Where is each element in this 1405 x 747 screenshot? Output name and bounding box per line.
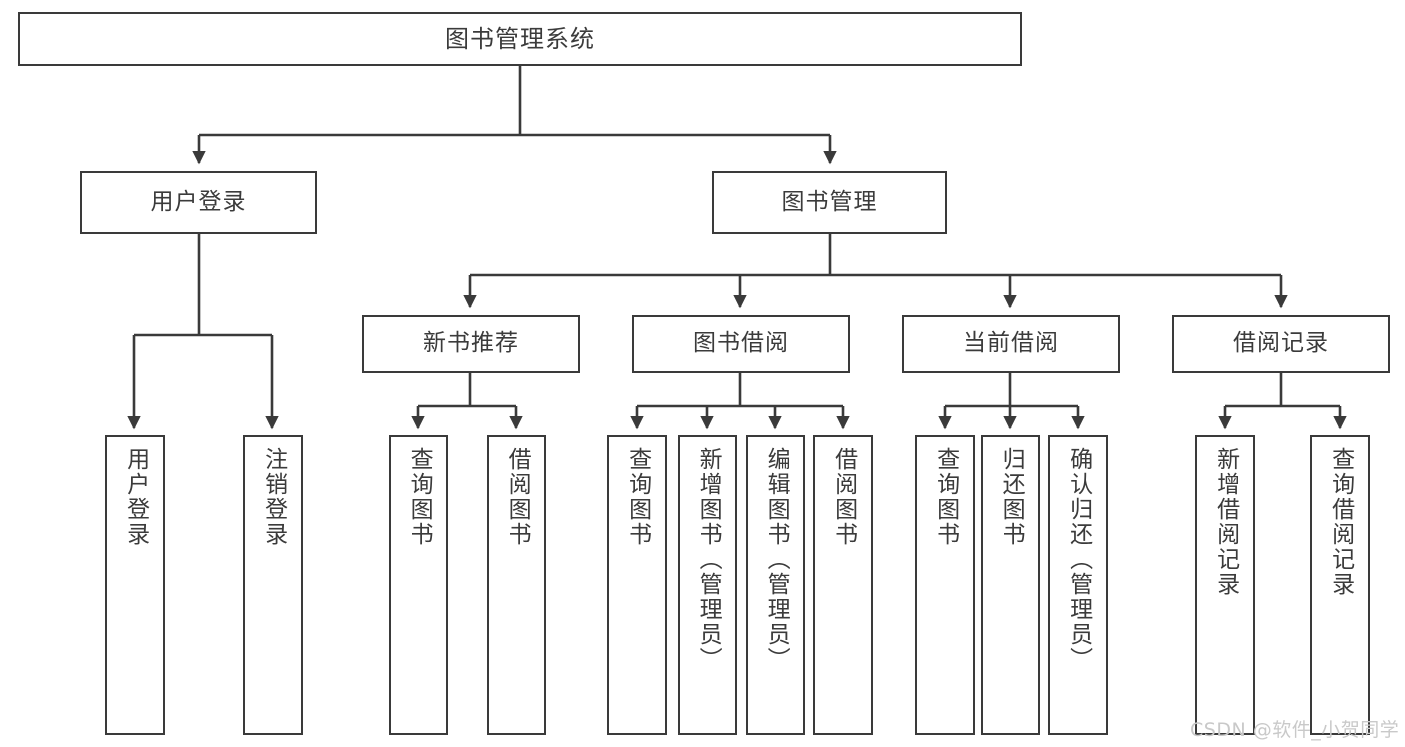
leaf-label: 查询图书 bbox=[932, 447, 959, 547]
leaf-label: 编辑图书（管理员） bbox=[763, 447, 790, 672]
node-root-system[interactable]: 图书管理系统 bbox=[18, 12, 1022, 66]
leaf-user-login-login[interactable]: 用户登录 bbox=[105, 435, 165, 735]
leaf-label: 新增借阅记录 bbox=[1212, 447, 1239, 597]
node-book-borrow-label: 图书借阅 bbox=[693, 330, 789, 357]
leaf-new-book-query[interactable]: 查询图书 bbox=[389, 435, 448, 735]
node-borrow-records-label: 借阅记录 bbox=[1233, 330, 1329, 357]
leaf-current-borrow-query[interactable]: 查询图书 bbox=[915, 435, 975, 735]
leaf-label: 查询借阅记录 bbox=[1327, 447, 1354, 597]
leaf-book-borrow-query[interactable]: 查询图书 bbox=[607, 435, 667, 735]
node-current-borrow-label: 当前借阅 bbox=[963, 330, 1059, 357]
leaf-label: 借阅图书 bbox=[830, 447, 857, 547]
leaf-label: 借阅图书 bbox=[504, 447, 531, 547]
leaf-new-book-borrow[interactable]: 借阅图书 bbox=[487, 435, 546, 735]
leaf-borrow-records-query[interactable]: 查询借阅记录 bbox=[1310, 435, 1370, 735]
leaf-label: 注销登录 bbox=[260, 447, 287, 547]
leaf-label: 归还图书 bbox=[998, 447, 1025, 547]
leaf-book-borrow-edit[interactable]: 编辑图书（管理员） bbox=[746, 435, 805, 735]
node-book-borrow[interactable]: 图书借阅 bbox=[632, 315, 850, 373]
leaf-borrow-records-add[interactable]: 新增借阅记录 bbox=[1195, 435, 1255, 735]
node-user-login-label: 用户登录 bbox=[150, 188, 247, 215]
leaf-current-borrow-return[interactable]: 归还图书 bbox=[981, 435, 1040, 735]
node-current-borrow[interactable]: 当前借阅 bbox=[902, 315, 1120, 373]
node-user-login[interactable]: 用户登录 bbox=[80, 171, 317, 234]
node-new-book-recommend[interactable]: 新书推荐 bbox=[362, 315, 580, 373]
leaf-user-login-logout[interactable]: 注销登录 bbox=[243, 435, 303, 735]
node-book-management[interactable]: 图书管理 bbox=[712, 171, 947, 234]
node-book-management-label: 图书管理 bbox=[781, 188, 878, 215]
node-new-book-recommend-label: 新书推荐 bbox=[423, 330, 519, 357]
leaf-label: 查询图书 bbox=[406, 447, 433, 547]
leaf-book-borrow-add[interactable]: 新增图书（管理员） bbox=[678, 435, 737, 735]
node-borrow-records[interactable]: 借阅记录 bbox=[1172, 315, 1390, 373]
leaf-label: 新增图书（管理员） bbox=[695, 447, 722, 672]
node-root-label: 图书管理系统 bbox=[445, 24, 595, 53]
leaf-current-borrow-confirm-return[interactable]: 确认归还（管理员） bbox=[1048, 435, 1108, 735]
csdn-watermark: CSDN @软件_小贺同学 bbox=[1190, 719, 1400, 741]
leaf-label: 确认归还（管理员） bbox=[1065, 447, 1092, 672]
leaf-label: 用户登录 bbox=[122, 447, 149, 547]
leaf-book-borrow-borrow[interactable]: 借阅图书 bbox=[813, 435, 873, 735]
leaf-label: 查询图书 bbox=[624, 447, 651, 547]
